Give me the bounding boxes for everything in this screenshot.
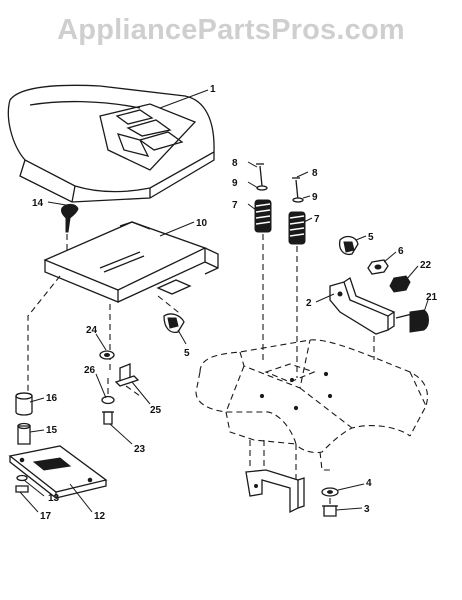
callout-15: 15 bbox=[46, 425, 58, 436]
callout-4: 4 bbox=[366, 478, 372, 489]
adjust-knob-part bbox=[395, 309, 429, 333]
washer-part-24 bbox=[99, 350, 115, 360]
callout-23: 23 bbox=[134, 444, 146, 455]
callout-10: 10 bbox=[196, 218, 208, 229]
seat-part bbox=[7, 84, 215, 203]
callout-25: 25 bbox=[150, 405, 162, 416]
bolt-part-3 bbox=[322, 498, 338, 517]
callout-12: 12 bbox=[94, 511, 106, 522]
bushing-part bbox=[15, 392, 33, 416]
callout-9-right: 9 bbox=[312, 192, 318, 203]
callout-8-left: 8 bbox=[232, 158, 238, 169]
fender-frame bbox=[195, 339, 428, 496]
callout-labels: 1 14 10 8 8 9 9 7 7 5 6 22 2 21 5 24 26 … bbox=[32, 84, 438, 522]
callout-2: 2 bbox=[306, 298, 312, 309]
callout-8-right: 8 bbox=[312, 168, 318, 179]
callout-5-right: 5 bbox=[368, 232, 374, 243]
washer-bolt-part bbox=[101, 378, 115, 425]
adjust-bracket-part bbox=[329, 276, 396, 360]
callout-26: 26 bbox=[84, 365, 96, 376]
callout-9-left: 9 bbox=[232, 178, 238, 189]
spring-part-right bbox=[288, 177, 306, 378]
callout-6: 6 bbox=[398, 246, 404, 257]
spacer-part bbox=[17, 422, 31, 445]
callout-16: 16 bbox=[46, 393, 58, 404]
callout-1: 1 bbox=[210, 84, 216, 95]
callout-5-left: 5 bbox=[184, 348, 190, 359]
leader-lines bbox=[19, 89, 429, 513]
clip-part-right bbox=[338, 235, 359, 256]
nut-part-6 bbox=[367, 259, 389, 275]
callout-24: 24 bbox=[86, 325, 98, 336]
slide-rail-part bbox=[8, 445, 108, 500]
lower-mount-bracket bbox=[245, 469, 305, 514]
seat-pan-part bbox=[27, 221, 219, 394]
callout-17: 17 bbox=[40, 511, 52, 522]
callout-3: 3 bbox=[364, 504, 370, 515]
callout-22: 22 bbox=[420, 260, 432, 271]
clip-part-left bbox=[163, 313, 185, 334]
callout-21: 21 bbox=[426, 292, 438, 303]
nut-washer-part bbox=[15, 474, 29, 493]
pivot-bolt-part bbox=[114, 363, 141, 397]
nut-part-22 bbox=[389, 275, 411, 293]
washer-part-4 bbox=[321, 487, 339, 497]
callout-7-left: 7 bbox=[232, 200, 238, 211]
watermark-logo: AppliancePartsPros.com bbox=[57, 14, 405, 46]
callout-7-right: 7 bbox=[314, 214, 320, 225]
callout-14: 14 bbox=[32, 198, 44, 209]
spring-part-left bbox=[254, 163, 272, 360]
callout-13: 13 bbox=[48, 493, 60, 504]
